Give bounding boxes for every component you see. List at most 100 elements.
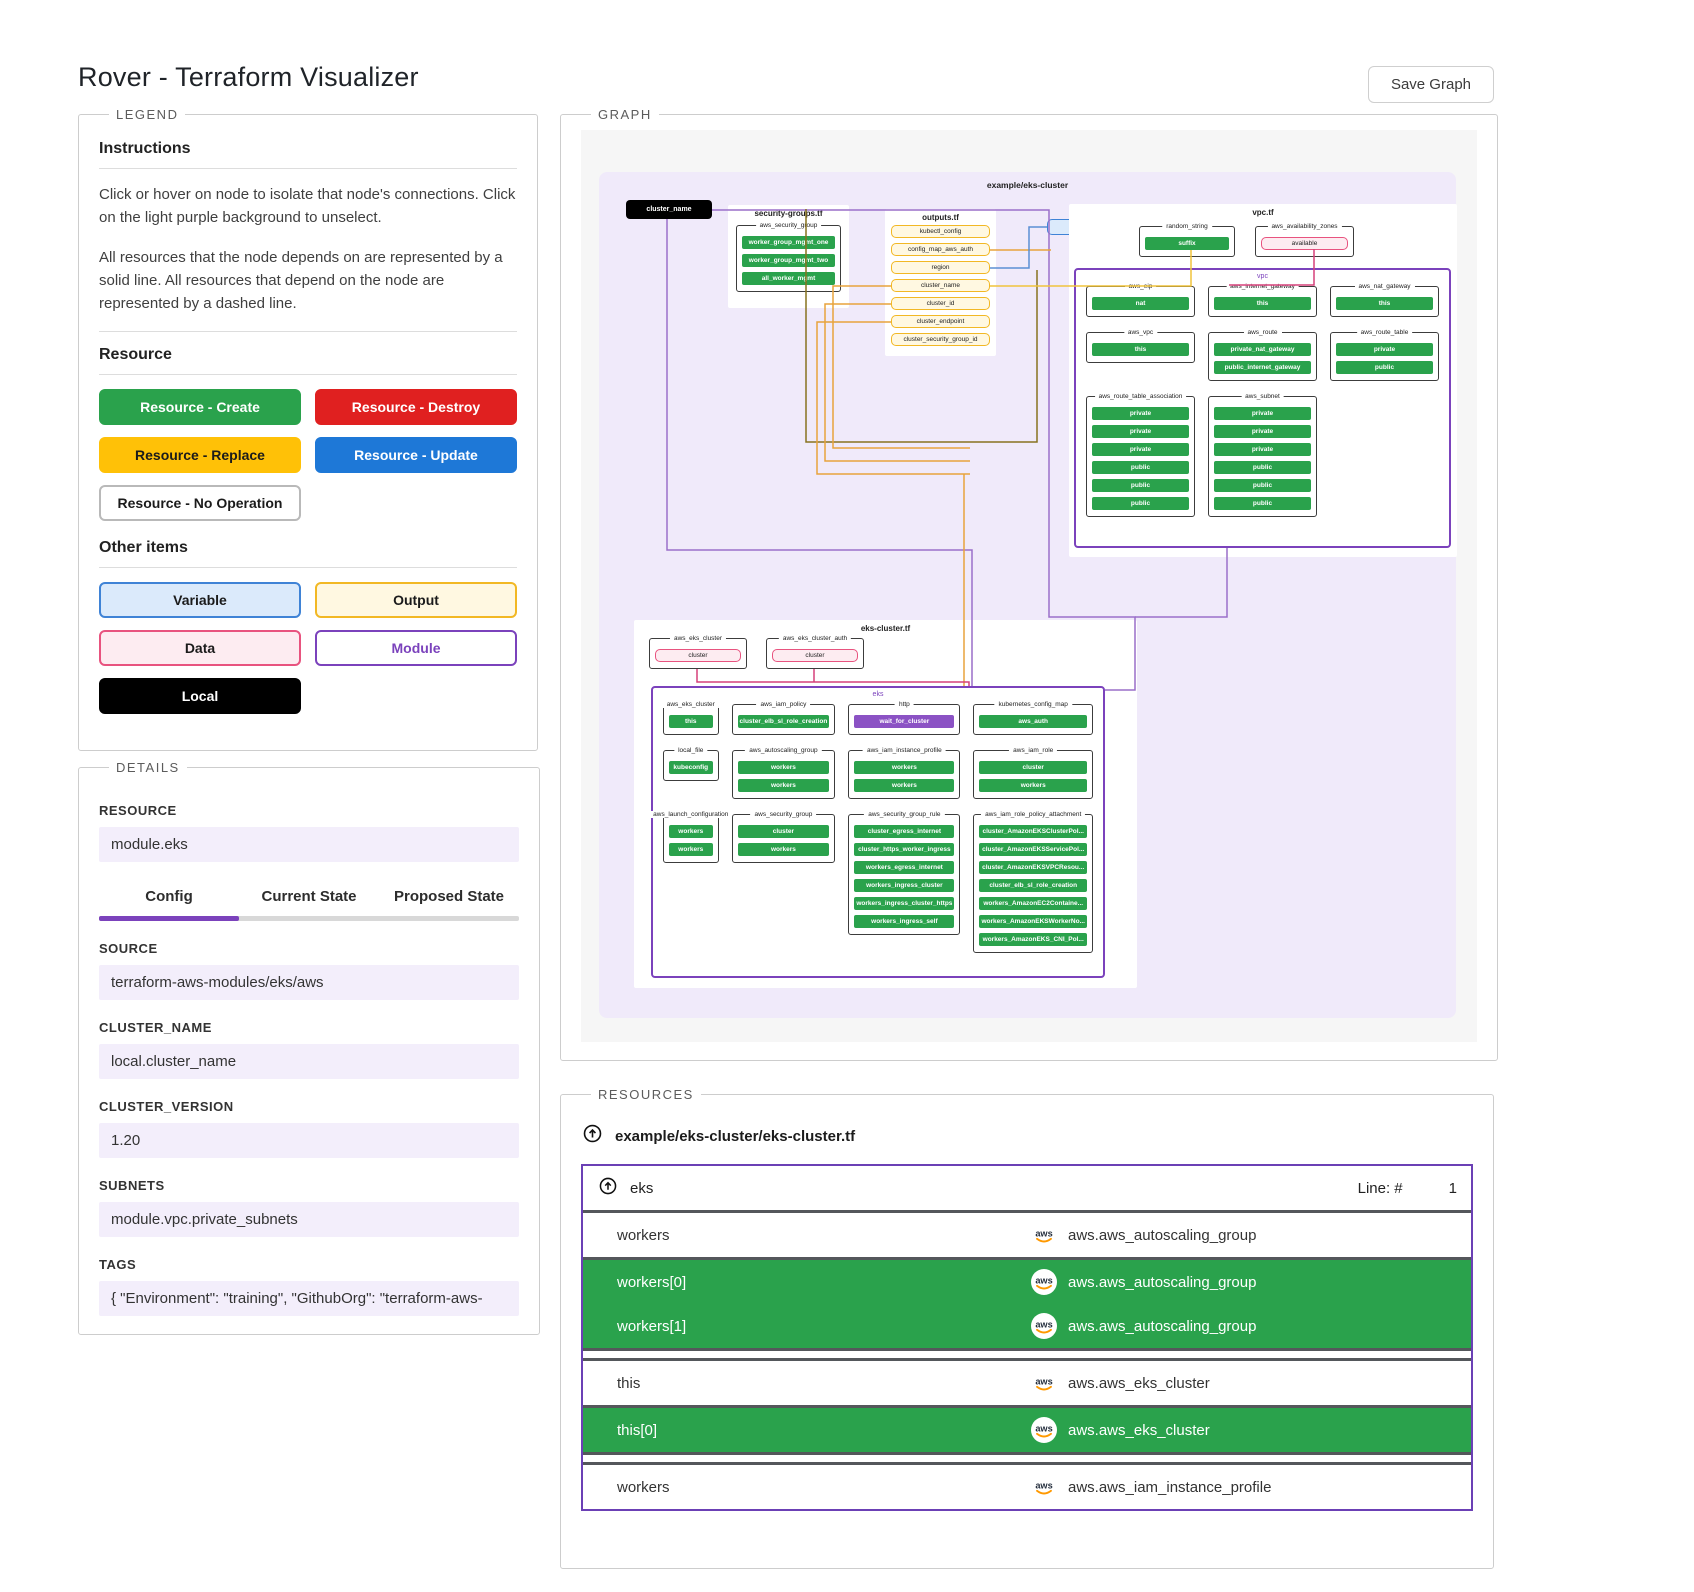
resource-type-text: aws.aws_autoscaling_group — [1068, 1226, 1257, 1244]
module-list-header[interactable]: eks Line: # 1 — [583, 1166, 1471, 1210]
node-kubeconfig[interactable]: kubeconfig — [669, 761, 713, 774]
node-private[interactable]: private — [1092, 425, 1189, 438]
node-available[interactable]: available — [1261, 237, 1348, 250]
node-output-cluster-name[interactable]: cluster_name — [891, 279, 990, 292]
node-private[interactable]: private — [1092, 443, 1189, 456]
node-cluster-name[interactable]: cluster_name — [626, 200, 712, 219]
node-workers-amazonec2containe[interactable]: workers_AmazonEC2Containe... — [979, 897, 1087, 910]
node-output-cluster-endpoint[interactable]: cluster_endpoint — [891, 315, 990, 328]
node-workers-ingress-cluster[interactable]: workers_ingress_cluster — [854, 879, 955, 892]
graph-panel-label: GRAPH — [598, 107, 652, 122]
legend-swatch-resource-replace: Resource - Replace — [99, 437, 301, 474]
node-cluster-amazoneksservicepol[interactable]: cluster_AmazonEKSServicePol... — [979, 843, 1087, 856]
node-private[interactable]: private — [1214, 443, 1311, 456]
node-output-region[interactable]: region — [891, 261, 990, 274]
node-public[interactable]: public — [1092, 479, 1189, 492]
node-workers[interactable]: workers — [979, 779, 1087, 792]
node-output-config-map-aws-auth[interactable]: config_map_aws_auth — [891, 243, 990, 256]
node-workers[interactable]: workers — [737, 779, 830, 792]
node-wait-for-cluster[interactable]: wait_for_cluster — [854, 715, 955, 728]
node-all-worker-mgmt[interactable]: all_worker_mgmt — [742, 272, 835, 285]
node-workers-amazoneks-cni-pol[interactable]: workers_AmazonEKS_CNI_Pol... — [979, 933, 1087, 946]
row-separator — [583, 1358, 1471, 1361]
node-worker-group-mgmt-two[interactable]: worker_group_mgmt_two — [742, 254, 835, 267]
node-public[interactable]: public — [1214, 479, 1311, 492]
group-gap — [583, 1455, 1471, 1462]
node-cluster-amazoneksclusterpol[interactable]: cluster_AmazonEKSClusterPol... — [979, 825, 1087, 838]
tab-config[interactable]: Config — [145, 888, 193, 906]
tab-current-state[interactable]: Current State — [261, 888, 357, 906]
node-public[interactable]: public — [1214, 461, 1311, 474]
node-cluster-https-worker-ingress[interactable]: cluster_https_worker_ingress — [854, 843, 955, 856]
node-cluster-egress-internet[interactable]: cluster_egress_internet — [854, 825, 955, 838]
node-cluster[interactable]: cluster — [737, 825, 830, 838]
node-this[interactable]: this — [669, 715, 713, 728]
node-cluster[interactable]: cluster — [655, 649, 741, 662]
node-private[interactable]: private — [1092, 407, 1189, 420]
resource-type-text: aws.aws_iam_instance_profile — [1068, 1478, 1272, 1496]
node-public[interactable]: public — [1214, 497, 1311, 510]
node-private[interactable]: private — [1214, 407, 1311, 420]
node-workers-ingress-cluster-https[interactable]: workers_ingress_cluster_https — [854, 897, 955, 910]
group-title: aws_route — [1243, 329, 1282, 336]
save-graph-button[interactable]: Save Graph — [1367, 66, 1494, 103]
node-public-internet-gateway[interactable]: public_internet_gateway — [1214, 361, 1311, 374]
node-private-nat-gateway[interactable]: private_nat_gateway — [1214, 343, 1311, 356]
group-title: aws_eip — [1124, 283, 1157, 290]
node-private[interactable]: private — [1214, 425, 1311, 438]
node-workers-egress-internet[interactable]: workers_egress_internet — [854, 861, 955, 874]
node-nat[interactable]: nat — [1092, 297, 1189, 310]
resource-type-text: aws.aws_autoscaling_group — [1068, 1273, 1257, 1291]
node-cluster-elb-sl-role-creation[interactable]: cluster_elb_sl_role_creation — [737, 715, 830, 728]
node-public[interactable]: public — [1092, 497, 1189, 510]
field-label-source: SOURCE — [99, 941, 158, 957]
node-workers[interactable]: workers — [854, 761, 955, 774]
node-aws-auth[interactable]: aws_auth — [979, 715, 1087, 728]
resource-type-text: aws.aws_autoscaling_group — [1068, 1317, 1257, 1335]
field-value-subnets: module.vpc.private_subnets — [99, 1202, 519, 1238]
group-title: aws_security_group_rule — [864, 811, 945, 818]
node-workers[interactable]: workers — [737, 843, 830, 856]
node-workers[interactable]: workers — [737, 761, 830, 774]
tab-proposed-state[interactable]: Proposed State — [393, 888, 505, 906]
node-output-cluster-id[interactable]: cluster_id — [891, 297, 990, 310]
resources-file-header[interactable]: example/eks-cluster/eks-cluster.tf — [583, 1124, 1473, 1148]
node-cluster[interactable]: cluster — [772, 649, 858, 662]
node-this[interactable]: this — [1214, 297, 1311, 310]
node-suffix[interactable]: suffix — [1145, 237, 1229, 250]
node-workers-amazoneksworkerno[interactable]: workers_AmazonEKSWorkerNo... — [979, 915, 1087, 928]
node-cluster[interactable]: cluster — [979, 761, 1087, 774]
node-public[interactable]: public — [1336, 361, 1433, 374]
node-output-cluster-security-group-id[interactable]: cluster_security_group_id — [891, 333, 990, 346]
node-this[interactable]: this — [1336, 297, 1433, 310]
node-public[interactable]: public — [1092, 461, 1189, 474]
node-workers[interactable]: workers — [669, 825, 713, 838]
node-workers[interactable]: workers — [854, 779, 955, 792]
node-cluster-elb-sl-role-creation[interactable]: cluster_elb_sl_role_creation — [979, 879, 1087, 892]
node-output-kubectl-config[interactable]: kubectl_config — [891, 225, 990, 238]
node-workers[interactable]: workers — [669, 843, 713, 856]
group-title: aws_eks_cluster_auth — [778, 635, 852, 642]
node-this[interactable]: this — [1092, 343, 1189, 356]
resources-file-name: example/eks-cluster/eks-cluster.tf — [615, 1127, 856, 1145]
node-cluster-amazoneksvpcresou[interactable]: cluster_AmazonEKSVPCResou... — [979, 861, 1087, 874]
node-private[interactable]: private — [1336, 343, 1433, 356]
divider — [99, 374, 517, 376]
node-worker-group-mgmt-one[interactable]: worker_group_mgmt_one — [742, 236, 835, 249]
node-workers-ingress-self[interactable]: workers_ingress_self — [854, 915, 955, 928]
